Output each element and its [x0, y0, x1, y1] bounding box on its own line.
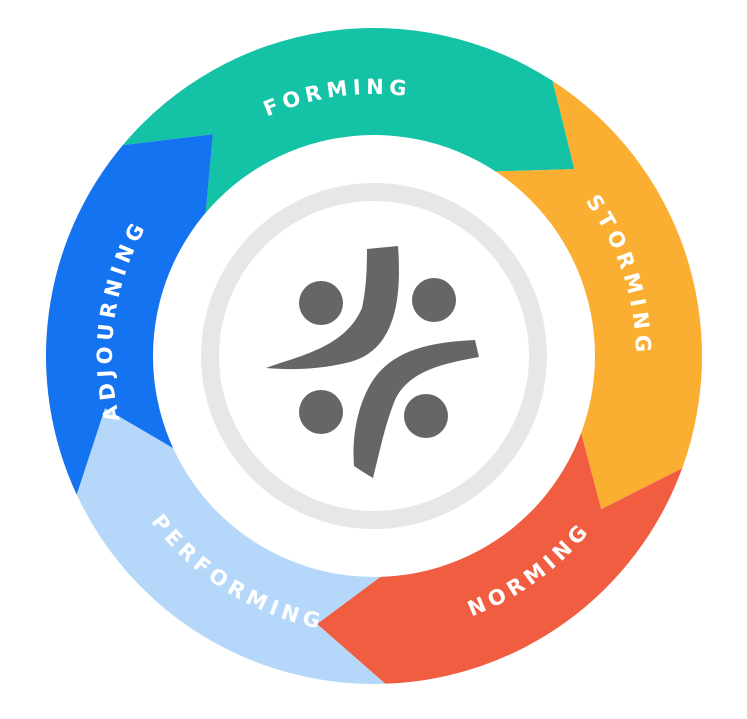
inner-disc: [153, 135, 595, 577]
storming-segment: [493, 80, 702, 510]
norming-segment: [317, 431, 683, 684]
adjourning-segment: [45, 134, 213, 495]
team-cycle-logo-icon: [266, 246, 479, 478]
forming-segment: [122, 28, 575, 215]
center-ring: [201, 183, 547, 529]
performing-segment: [76, 408, 386, 684]
stage-segments: [45, 28, 702, 684]
